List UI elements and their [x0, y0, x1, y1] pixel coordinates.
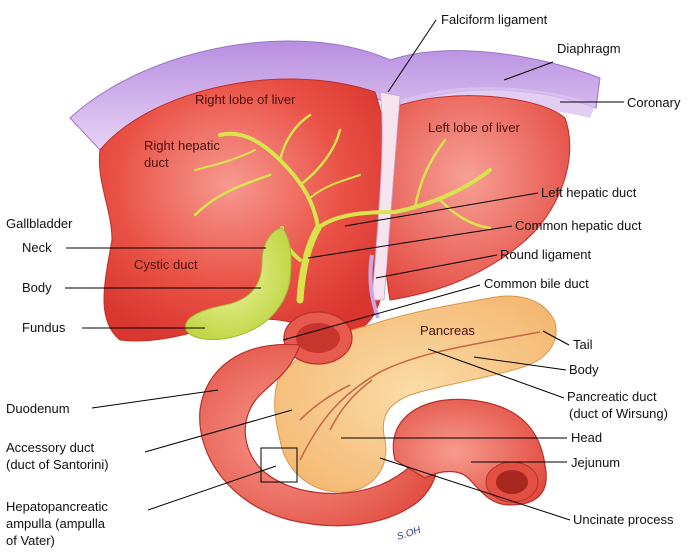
round-ligament-shape	[368, 254, 380, 319]
pancreatic-duct-lines	[299, 331, 541, 461]
leader-lines	[65, 19, 624, 521]
right-hepatic-label-line2: duct	[144, 155, 169, 170]
pancreatic-duct-label-line1: Pancreatic duct	[567, 389, 657, 404]
common-bile-duct-label: Common bile duct	[484, 276, 589, 291]
uncinate-process-label: Uncinate process	[573, 512, 674, 527]
pancreatic-duct-label-line2: (duct of Wirsung)	[569, 406, 668, 421]
left-hepatic-duct-label: Left hepatic duct	[541, 185, 637, 200]
coronary-label: Coronary	[627, 95, 681, 110]
right-hepatic-label-line1: Right hepatic	[144, 138, 220, 153]
falciform-label: Falciform ligament	[441, 12, 548, 27]
pylorus-lumen	[296, 323, 340, 353]
accessory-duct-label-line1: Accessory duct	[6, 440, 95, 455]
tail-label: Tail	[573, 337, 593, 352]
right-lobe-label: Right lobe of liver	[195, 92, 296, 107]
gallbladder-body-label: Body	[22, 280, 52, 295]
left-lobe-label: Left lobe of liver	[428, 120, 520, 135]
head-label: Head	[571, 430, 602, 445]
jejunum-lumen	[496, 470, 528, 494]
gallbladder-label: Gallbladder	[6, 216, 73, 231]
neck-label: Neck	[22, 240, 52, 255]
ampulla-label-line1: Hepatopancreatic	[6, 499, 108, 514]
diaphragm-label: Diaphragm	[557, 41, 621, 56]
duodenum-label: Duodenum	[6, 401, 70, 416]
ampulla-label-line2: ampulla (ampulla	[6, 516, 106, 531]
artist-signature: S.OH	[396, 525, 423, 543]
jejunum-label: Jejunum	[571, 455, 620, 470]
gallbladder-shape	[185, 227, 292, 341]
round-ligament-label: Round ligament	[500, 247, 591, 262]
accessory-duct-label-line2: (duct of Santorini)	[6, 457, 109, 472]
ampulla-box	[260, 447, 298, 483]
falciform-ligament-shape	[371, 91, 401, 301]
fundus-label: Fundus	[22, 320, 66, 335]
cystic-duct-label: Cystic duct	[134, 257, 198, 272]
pancreas-label: Pancreas	[420, 323, 475, 338]
pancreas-body-label: Body	[569, 362, 599, 377]
common-hepatic-duct-label: Common hepatic duct	[515, 218, 642, 233]
ampulla-label-line3: of Vater)	[6, 533, 55, 548]
